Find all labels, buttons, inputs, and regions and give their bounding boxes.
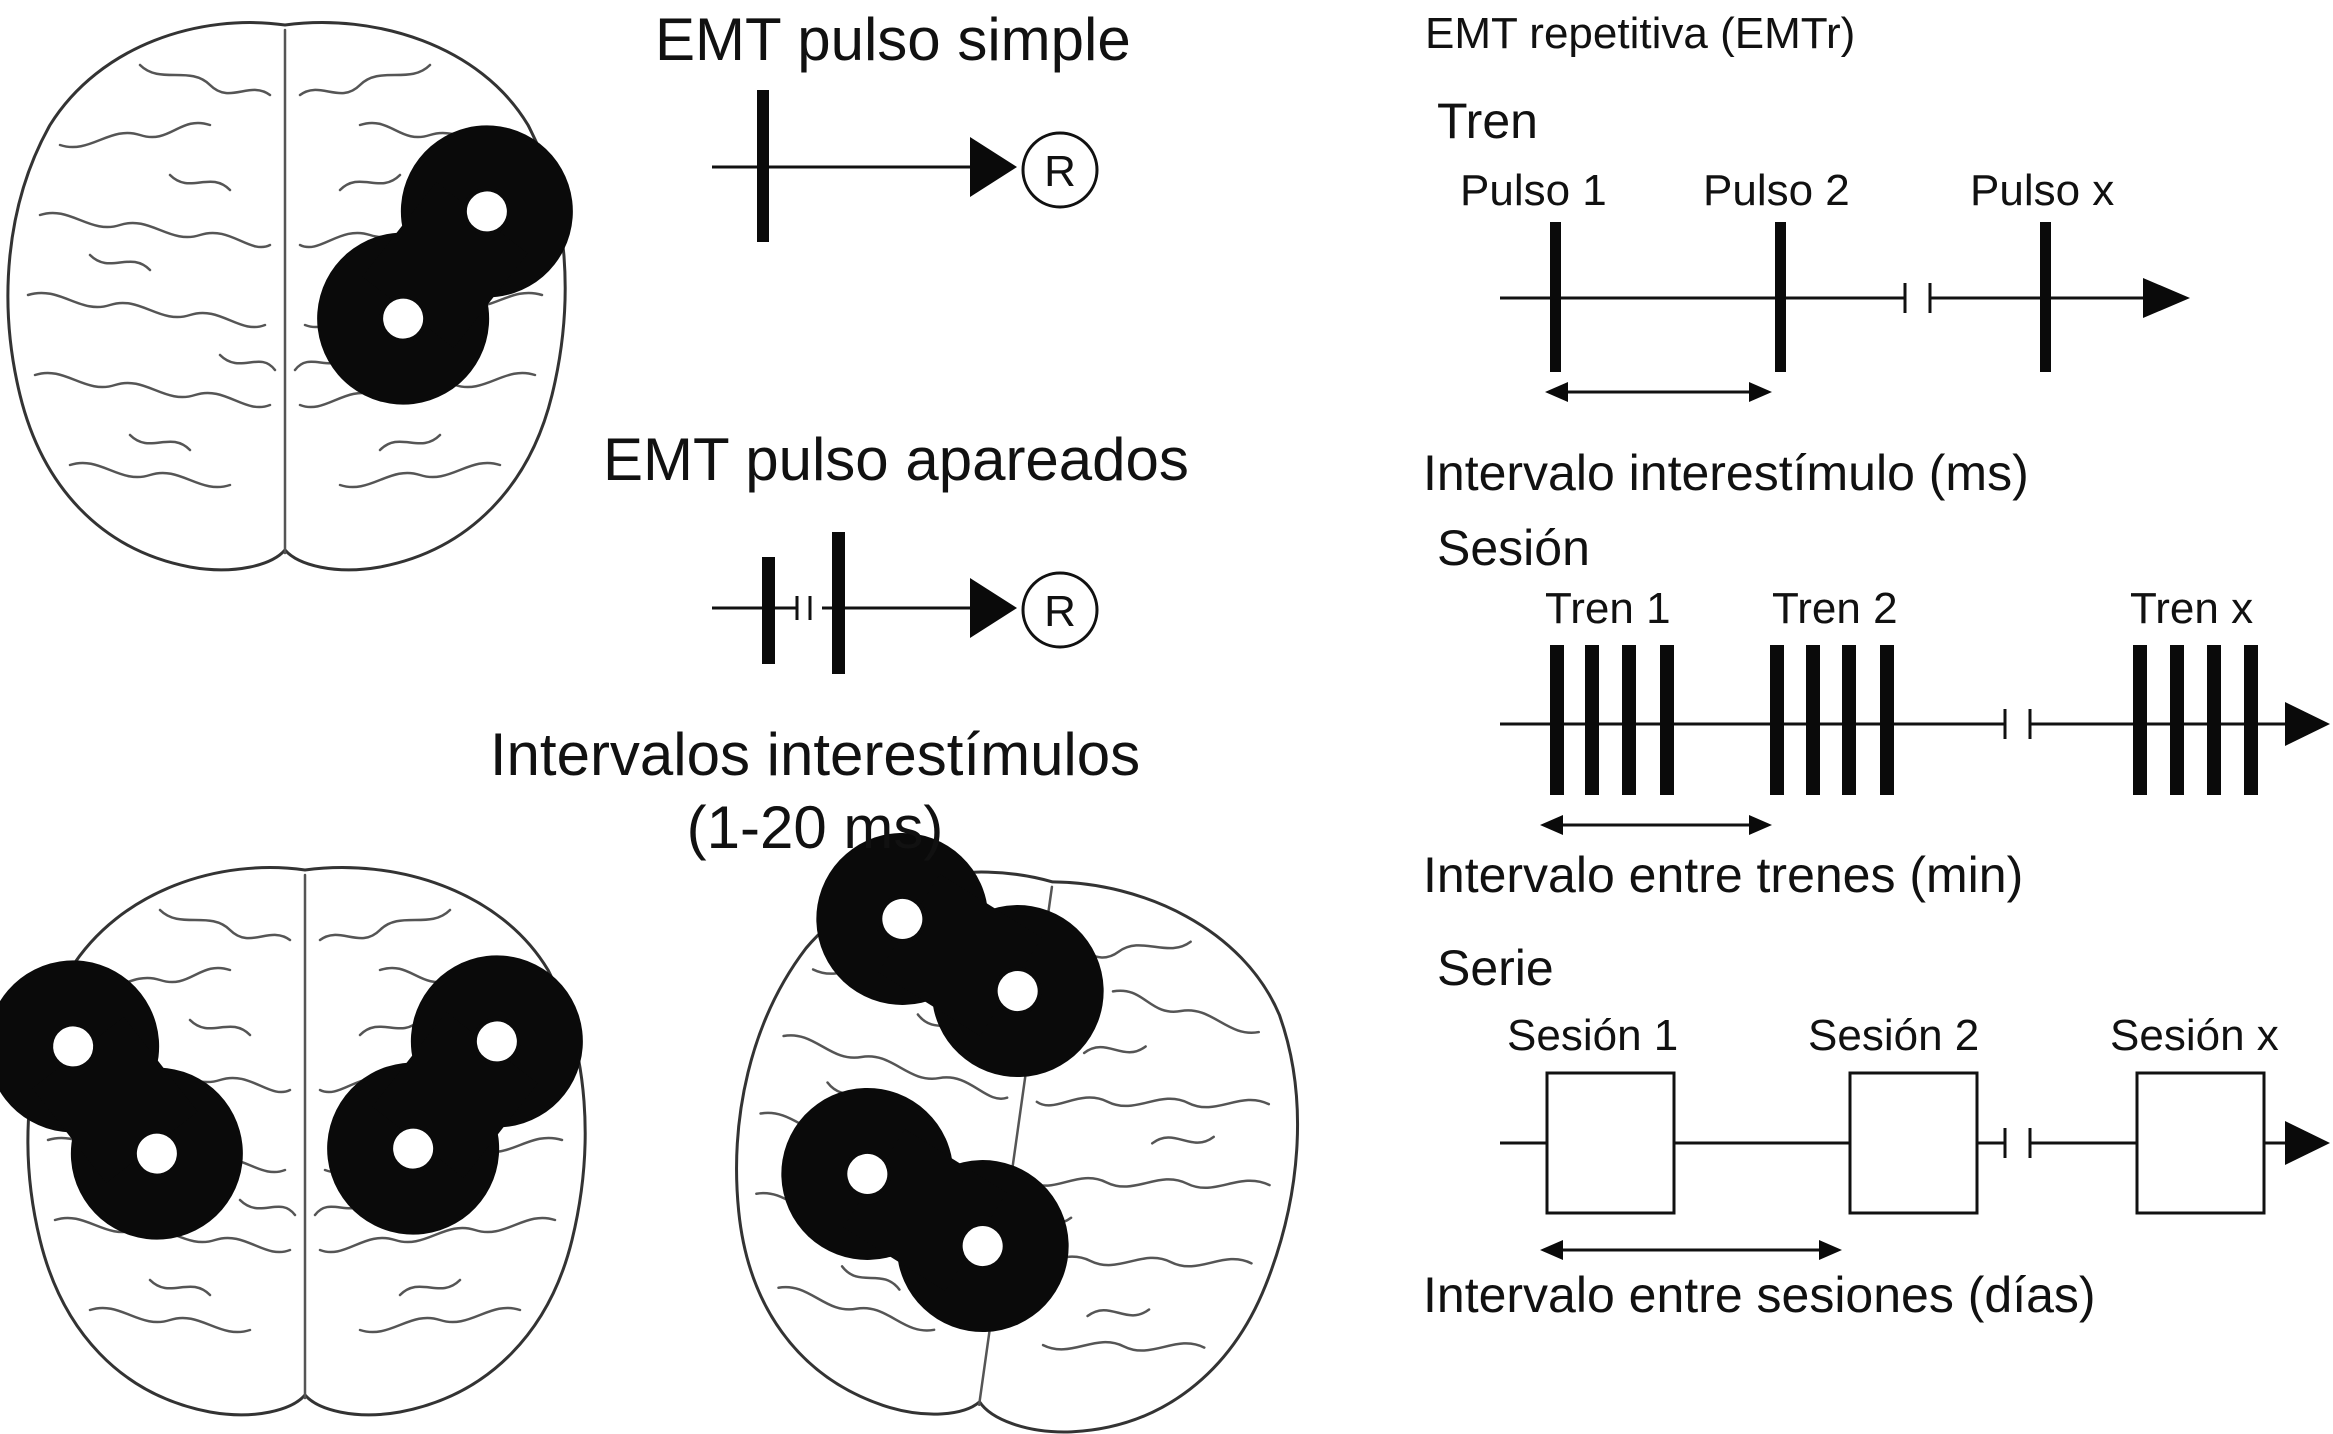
- sesion-label-tren-x: Tren x: [2130, 584, 2253, 633]
- serie-label-sesion-1: Sesión 1: [1507, 1011, 1678, 1060]
- rtms-title: EMT repetitiva (EMTr): [1425, 9, 1855, 58]
- tren-interval-arrow: [1545, 382, 1772, 402]
- arrow-head-icon: [970, 578, 1017, 638]
- sesion-timeline: [1500, 645, 2330, 835]
- tren-interval-label: Intervalo interestímulo (ms): [1423, 445, 2029, 501]
- pulse-mark: [2170, 645, 2184, 795]
- sesion-interval-label: Intervalo entre trenes (min): [1423, 847, 2023, 903]
- tren-label-pulso-2: Pulso 2: [1703, 166, 1850, 215]
- pulse-mark: [2244, 645, 2258, 795]
- arrow-head-icon: [2143, 278, 2190, 318]
- brain-paired-pulse: [0, 866, 620, 1417]
- brain-single-pulse: [6, 21, 610, 572]
- response-circle-icon: [1021, 131, 1099, 209]
- pulse-mark: [1550, 222, 1561, 372]
- pulse-mark: [1660, 645, 1674, 795]
- pulse-mark: [2207, 645, 2221, 795]
- pulse-mark: [1622, 645, 1636, 795]
- session-box: [1545, 1071, 1676, 1215]
- serie-label-sesion-2: Sesión 2: [1808, 1011, 1979, 1060]
- pulse-mark: [1880, 645, 1894, 795]
- paired-interval-range: (1-20 ms): [687, 794, 944, 861]
- sesion-label-tren-1: Tren 1: [1545, 584, 1671, 633]
- arrow-head-icon: [970, 137, 1017, 197]
- sesion-label-tren-2: Tren 2: [1772, 584, 1898, 633]
- serie-interval-arrow: [1540, 1240, 1842, 1260]
- single-pulse-title: EMT pulso simple: [655, 6, 1131, 73]
- sesion-interval-arrow: [1540, 815, 1772, 835]
- arrow-head-icon: [2285, 702, 2330, 746]
- pulse-mark: [2040, 222, 2051, 372]
- serie-timeline: [1500, 1071, 2330, 1260]
- pulse-mark: [757, 90, 769, 242]
- single-pulse-response: R: [1044, 147, 1076, 196]
- session-box: [2135, 1071, 2266, 1215]
- sesion-heading: Sesión: [1437, 520, 1590, 576]
- paired-pulse-title: EMT pulso apareados: [603, 426, 1189, 493]
- brain-rtms-session: [700, 798, 1332, 1434]
- pulse-mark: [1585, 645, 1599, 795]
- pulse-mark: [1842, 645, 1856, 795]
- pulse-mark: [1550, 645, 1564, 795]
- tren-heading: Tren: [1437, 93, 1538, 149]
- paired-interval-label: Intervalos interestímulos: [490, 721, 1140, 788]
- pulse-mark: [2133, 645, 2147, 795]
- arrow-head-icon: [2285, 1121, 2330, 1165]
- pulse-mark: [1806, 645, 1820, 795]
- tren-timeline: [1500, 222, 2190, 402]
- pulse-mark: [1775, 222, 1786, 372]
- session-box: [1848, 1071, 1979, 1215]
- pulse-mark: [1770, 645, 1784, 795]
- serie-interval-label: Intervalo entre sesiones (días): [1423, 1267, 2096, 1323]
- tren-label-pulso-1: Pulso 1: [1460, 166, 1607, 215]
- response-circle-icon: [1021, 571, 1099, 649]
- serie-label-sesion-x: Sesión x: [2110, 1011, 2279, 1060]
- paired-pulse-timeline: R: [712, 532, 1099, 674]
- pulse-mark: [832, 532, 845, 674]
- paired-pulse-response: R: [1044, 587, 1076, 636]
- tren-label-pulso-x: Pulso x: [1970, 166, 2114, 215]
- single-pulse-timeline: R: [712, 90, 1099, 242]
- serie-heading: Serie: [1437, 940, 1554, 996]
- pulse-mark: [762, 557, 775, 664]
